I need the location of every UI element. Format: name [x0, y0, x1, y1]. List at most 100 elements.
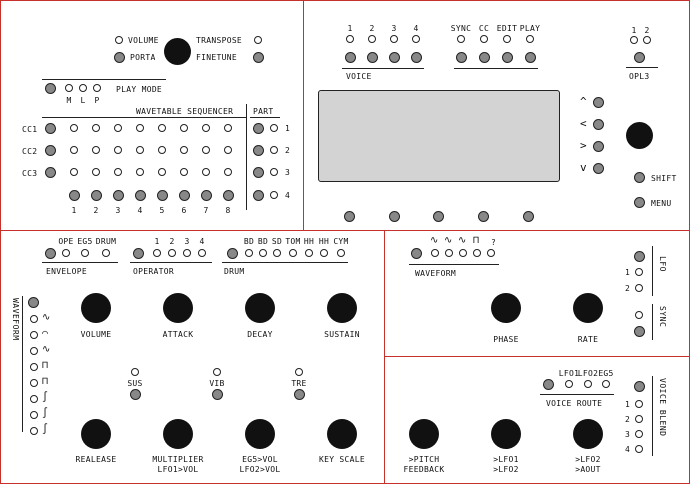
finetune-button[interactable]: [253, 52, 264, 63]
seq-led-r1-c3: [114, 124, 122, 132]
seq-led-r3-c6: [180, 168, 188, 176]
sus-button[interactable]: [130, 389, 141, 400]
waveform-led-1: [30, 315, 38, 323]
drum-led-cym: [337, 249, 345, 257]
play-mode-letter-l: L: [80, 96, 86, 105]
step-button-5[interactable]: [157, 190, 168, 201]
eg5-vol-knob[interactable]: [245, 419, 275, 449]
soft-button-5[interactable]: [523, 211, 534, 222]
part-number-3: 3: [285, 168, 291, 177]
operator-button[interactable]: [133, 248, 144, 259]
part-button-2[interactable]: [253, 145, 264, 156]
step-number-8: 8: [225, 206, 231, 215]
drum-led-bd1: [245, 249, 253, 257]
cc-row-button-2[interactable]: [45, 145, 56, 156]
voice-route-label: VOICE ROUTE: [546, 399, 603, 408]
step-button-6[interactable]: [179, 190, 190, 201]
lfo-select-button[interactable]: [634, 251, 645, 262]
waveform-shape-icon-8: ∫: [42, 424, 49, 435]
waveform-select-button[interactable]: [28, 297, 39, 308]
nav-down-button[interactable]: [593, 163, 604, 174]
voice-button-2[interactable]: [367, 52, 378, 63]
phase-knob[interactable]: [491, 293, 521, 323]
menu-button[interactable]: [634, 197, 645, 208]
release-knob[interactable]: [81, 419, 111, 449]
step-button-1[interactable]: [69, 190, 80, 201]
part-led-1: [270, 124, 278, 132]
drum-item-hh2: HH: [318, 237, 330, 246]
voice-label: VOICE: [346, 72, 372, 81]
route-item-lfo2: LFO2: [577, 369, 599, 378]
seq-led-r3-c5: [158, 168, 166, 176]
voice-button-1[interactable]: [345, 52, 356, 63]
tre-button[interactable]: [294, 389, 305, 400]
soft-button-4[interactable]: [478, 211, 489, 222]
soft-button-1[interactable]: [344, 211, 355, 222]
opl-button[interactable]: [634, 52, 645, 63]
voice-button-3[interactable]: [389, 52, 400, 63]
envelope-line: [42, 262, 118, 263]
cc-row-button-3[interactable]: [45, 167, 56, 178]
lfo-waveform-button[interactable]: [411, 248, 422, 259]
soft-button-2[interactable]: [389, 211, 400, 222]
cc-row-button-1[interactable]: [45, 123, 56, 134]
part-led-3: [270, 168, 278, 176]
mode-cc-button[interactable]: [479, 52, 490, 63]
voice-button-4[interactable]: [411, 52, 422, 63]
step-button-3[interactable]: [113, 190, 124, 201]
volume-led: [115, 36, 123, 44]
voice-blend-button[interactable]: [634, 381, 645, 392]
nav-up-button[interactable]: [593, 97, 604, 108]
decay-knob[interactable]: [245, 293, 275, 323]
main-encoder-knob[interactable]: [164, 38, 191, 65]
blend-number-4: 4: [625, 445, 631, 454]
step-button-2[interactable]: [91, 190, 102, 201]
mode-play-button[interactable]: [525, 52, 536, 63]
shift-button[interactable]: [634, 172, 645, 183]
sustain-knob[interactable]: [327, 293, 357, 323]
envelope-led-eg5: [81, 249, 89, 257]
operator-label: OPERATOR: [133, 267, 174, 276]
soft-button-3[interactable]: [433, 211, 444, 222]
key-scale-knob[interactable]: [327, 419, 357, 449]
vib-button[interactable]: [212, 389, 223, 400]
mode-sync-button[interactable]: [456, 52, 467, 63]
multiplier-knob[interactable]: [163, 419, 193, 449]
drum-button[interactable]: [227, 248, 238, 259]
part-label: PART: [253, 107, 274, 116]
play-mode-button[interactable]: [45, 83, 56, 94]
lfo-wave-led-4: [473, 249, 481, 257]
part-button-1[interactable]: [253, 123, 264, 134]
sync-line: [652, 304, 653, 340]
sequencer-line: [42, 117, 246, 118]
rate-knob[interactable]: [573, 293, 603, 323]
step-button-8[interactable]: [223, 190, 234, 201]
menu-label: MENU: [651, 199, 672, 208]
voice-route-line: [540, 394, 614, 395]
lfo2-aout-knob[interactable]: [573, 419, 603, 449]
operator-led-4: [198, 249, 206, 257]
volume-knob[interactable]: [81, 293, 111, 323]
envelope-button[interactable]: [45, 248, 56, 259]
sync-button[interactable]: [634, 326, 645, 337]
data-encoder-knob[interactable]: [626, 122, 653, 149]
lfo-led-2: [635, 284, 643, 292]
nav-left-button[interactable]: [593, 119, 604, 130]
voice-route-button[interactable]: [543, 379, 554, 390]
mode-edit-button[interactable]: [502, 52, 513, 63]
lfo1-lfo2-knob[interactable]: [491, 419, 521, 449]
attack-knob[interactable]: [163, 293, 193, 323]
pitch-feedback-knob[interactable]: [409, 419, 439, 449]
route-led-lfo2: [584, 380, 592, 388]
part-button-3[interactable]: [253, 167, 264, 178]
nav-right-button[interactable]: [593, 141, 604, 152]
step-button-4[interactable]: [135, 190, 146, 201]
transpose-led: [254, 36, 262, 44]
part-button-4[interactable]: [253, 190, 264, 201]
lfo-waveform-label: WAVEFORM: [415, 269, 456, 278]
step-button-7[interactable]: [201, 190, 212, 201]
divider-middle: [0, 230, 690, 231]
waveform-led-6: [30, 395, 38, 403]
porta-button[interactable]: [114, 52, 125, 63]
